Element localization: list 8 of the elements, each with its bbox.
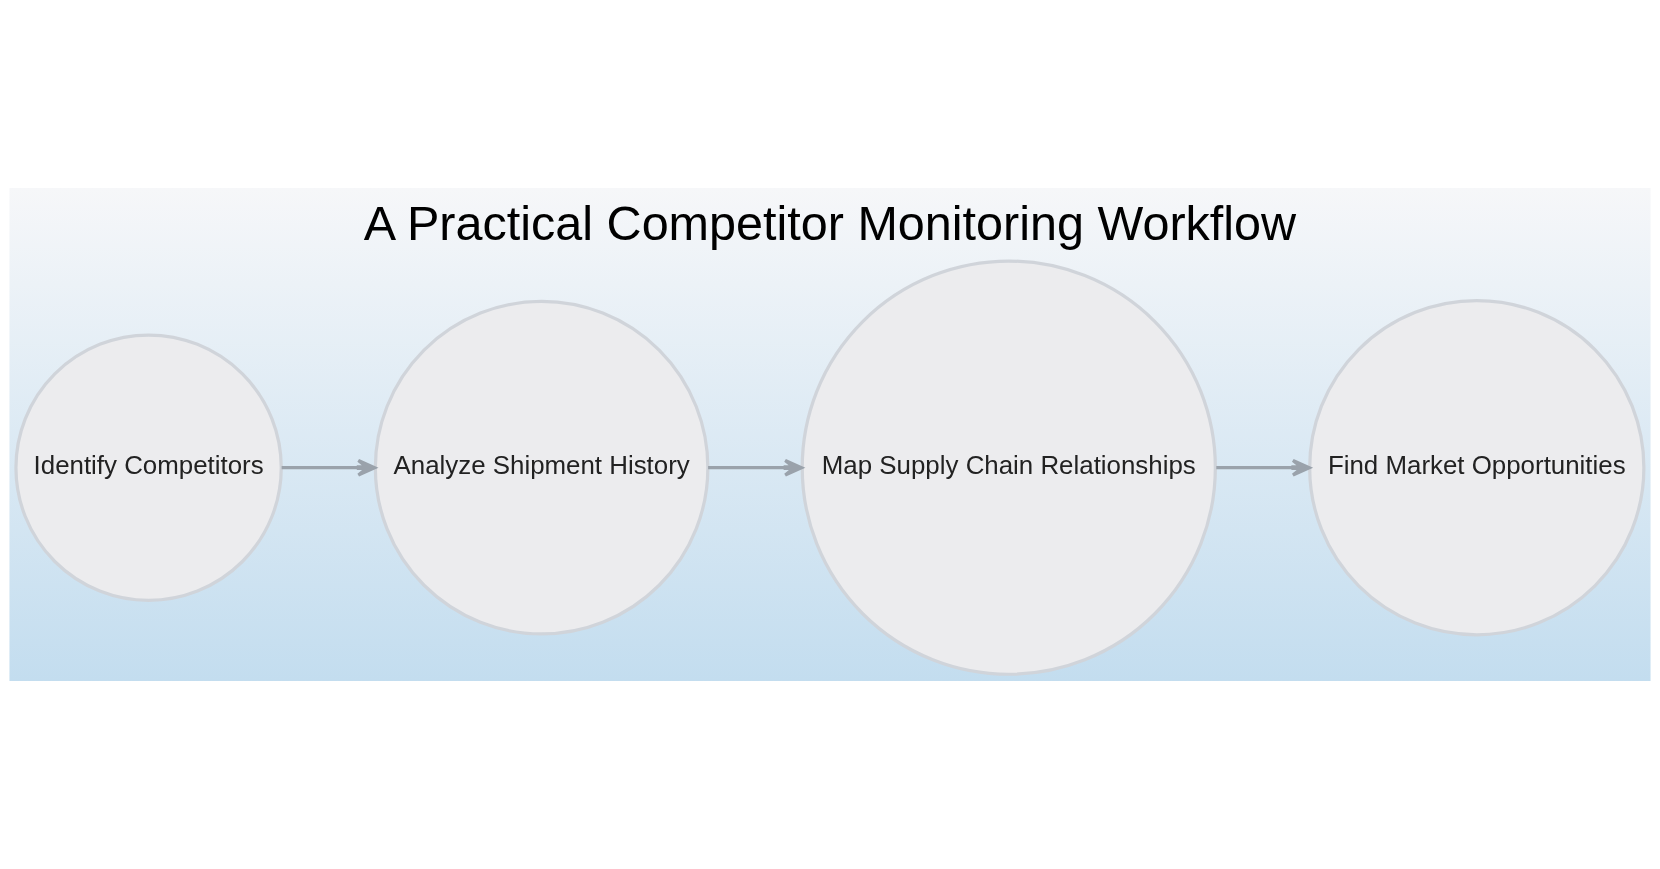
diagram-title: A Practical Competitor Monitoring Workflow <box>363 195 1297 250</box>
arrow <box>1216 458 1311 477</box>
arrow <box>708 458 804 477</box>
arrow <box>281 458 377 477</box>
node-circle: Identify Competitors <box>14 333 283 602</box>
node-circle: Analyze Shipment History <box>373 299 710 636</box>
node-circle: Find Market Opportunities <box>1308 298 1646 637</box>
node-circle: Map Supply Chain Relationships <box>800 259 1217 676</box>
